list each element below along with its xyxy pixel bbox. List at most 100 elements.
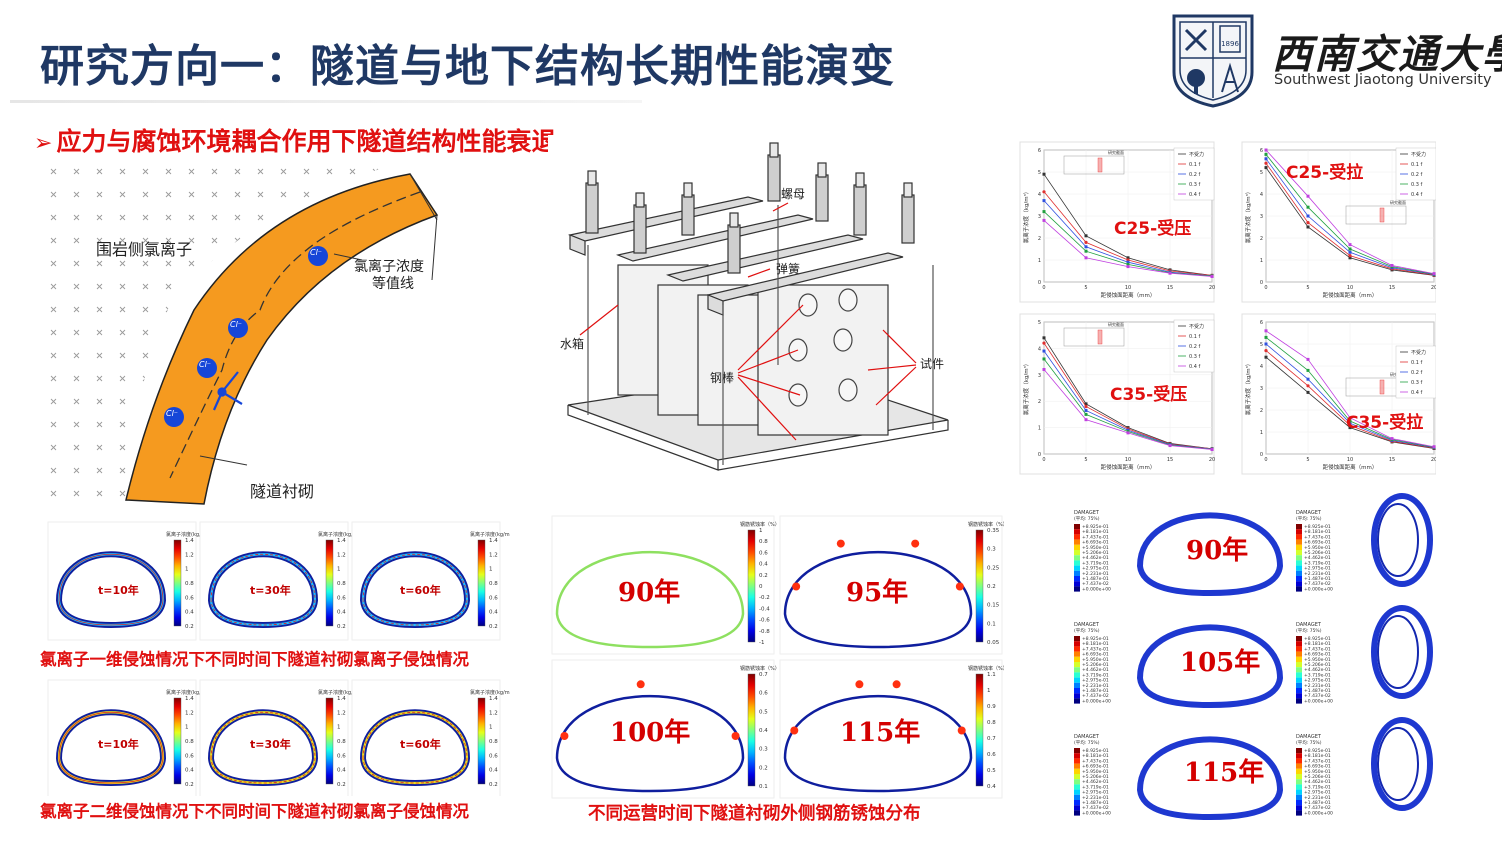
colorbar-tick: 0.4	[185, 768, 194, 774]
damage-legend-swatch	[1296, 768, 1302, 774]
corrosion-hotspot	[560, 732, 569, 740]
year-label: 95年	[846, 578, 909, 608]
damage-legend-value: +5.950e-01	[1082, 545, 1109, 551]
page-title: 研究方向一：隧道与地下结构长期性能演变	[40, 41, 895, 92]
colorbar-tick: 0.6	[185, 595, 194, 601]
damage-legend-value: +8.925e-01	[1304, 748, 1331, 754]
direction-arrows-icon	[212, 371, 243, 411]
damage-legend-swatch	[1074, 581, 1080, 587]
data-point	[1348, 421, 1352, 425]
damage-ring-3d-inner	[1377, 615, 1419, 689]
colorbar-tick: 0.6	[759, 550, 768, 556]
data-point	[1264, 355, 1268, 359]
damage-legend-value: +3.719e-01	[1082, 784, 1109, 790]
damage-legend-value: +5.206e-01	[1304, 662, 1331, 668]
data-point	[1306, 368, 1310, 372]
damage-ring	[1136, 624, 1284, 709]
damage-legend-sub: (平均: 75%)	[1296, 515, 1322, 522]
colorbar-title: 氯离子浓度(kg/m3)	[318, 689, 363, 696]
damage-legend-value: +3.719e-01	[1304, 784, 1331, 790]
legend-entry: 不受力	[1411, 151, 1426, 158]
y-tick-label: 0	[1038, 452, 1041, 458]
chloride-2d-caption: 氯离子二维侵蚀情况下不同时间下隧道衬砌氯离子侵蚀情况	[40, 802, 469, 821]
colorbar-tick: 0.6	[489, 595, 498, 601]
damage-legend-swatch	[1296, 758, 1302, 764]
corrosion-hotspot	[792, 582, 801, 591]
colorbar-tick: 0.4	[489, 610, 498, 616]
damage-legend-value: +4.462e-01	[1082, 555, 1109, 561]
chart-label-c35-compression: C35-受压	[1110, 385, 1188, 405]
damage-legend-value: +7.437e-02	[1304, 581, 1331, 587]
corrosion-frame	[551, 515, 775, 655]
data-point	[1042, 357, 1046, 361]
colorbar-tick: 0.25	[987, 565, 1000, 571]
colorbar-tick: 0.4	[987, 784, 996, 790]
y-tick-label: 1	[1260, 258, 1263, 264]
colorbar-tick: 0.4	[185, 610, 194, 616]
data-point	[1084, 412, 1088, 416]
y-tick-label: 0	[1260, 280, 1263, 286]
damage-legend-value: +2.231e-01	[1082, 683, 1109, 689]
year-label: 115年	[1184, 758, 1265, 788]
x-tick-label: 15	[1167, 457, 1173, 463]
y-tick-label: 5	[1038, 320, 1041, 326]
corrosion-hotspot	[731, 732, 740, 740]
data-point	[1126, 431, 1130, 435]
data-point	[1084, 408, 1088, 412]
damage-legend-value: +2.975e-01	[1082, 790, 1109, 796]
corrosion-contours: 钢筋锈蚀率（%）10.80.60.40.20-0.2-0.4-0.6-0.8-1…	[551, 515, 1004, 799]
y-tick-label: 3	[1260, 214, 1263, 220]
damage-legend-value: +6.693e-01	[1304, 652, 1331, 658]
colorbar-tick: 1.2	[489, 710, 498, 716]
y-tick-label: 5	[1260, 170, 1263, 176]
x-tick-label: 20	[1209, 457, 1215, 463]
colorbar	[325, 697, 334, 785]
damage-legend-value: +3.719e-01	[1082, 672, 1109, 678]
ion-label: Cl⁻	[166, 409, 179, 418]
title-divider	[10, 100, 642, 103]
damage-legend-swatch	[1074, 544, 1080, 550]
data-point	[1084, 240, 1088, 244]
colorbar-tick: 0.4	[759, 562, 768, 568]
time-label: t=60年	[400, 584, 441, 597]
x-tick-label: 5	[1306, 457, 1309, 463]
contour-label-1: 氯离子浓度	[354, 259, 424, 275]
damage-legend-title: DAMAGET	[1074, 622, 1100, 628]
damage-legend-swatch	[1074, 677, 1080, 683]
x-axis-label: 距侵蚀面距离（mm）	[1101, 291, 1156, 299]
colorbar-title: 钢筋锈蚀率（%）	[740, 521, 780, 528]
legend-entry: 0.1 f	[1189, 334, 1201, 340]
colorbar-tick: 0.7	[987, 736, 996, 742]
damage-legend-value: +5.950e-01	[1304, 657, 1331, 663]
damage-legend-value: +2.975e-01	[1082, 566, 1109, 572]
damage-legend-swatch	[1074, 662, 1080, 668]
damage-legend-value: +6.693e-01	[1082, 652, 1109, 658]
damage-ring-3d	[1371, 605, 1433, 699]
colorbar-tick: -1	[759, 640, 764, 646]
damage-legend-value: +5.206e-01	[1304, 774, 1331, 780]
legend-entry: 0.3 f	[1411, 380, 1423, 386]
damage-ring-3d	[1371, 493, 1433, 587]
damage-legend-value: +8.181e-01	[1304, 641, 1331, 647]
legend-entry: 0.2 f	[1411, 172, 1423, 178]
damage-legend-value: +0.000e+00	[1082, 698, 1111, 704]
colorbar-tick: 0.8	[337, 581, 346, 587]
damage-legend-swatch	[1074, 524, 1080, 530]
damage-legend-swatch	[1296, 651, 1302, 657]
damage-legend-swatch	[1296, 789, 1302, 795]
damage-legend-value: +5.206e-01	[1304, 550, 1331, 556]
colorbar-tick: 0.1	[987, 621, 996, 627]
inset-section	[1097, 157, 1103, 173]
data-point	[1306, 214, 1310, 218]
lining-ring	[555, 695, 745, 793]
damage-legend-swatch	[1296, 560, 1302, 566]
colorbar	[325, 539, 334, 627]
colorbar-tick: 0.4	[337, 610, 346, 616]
y-tick-label: 3	[1038, 214, 1041, 220]
lining-diagram-svg	[42, 160, 439, 505]
damage-legend-value: +7.437e-01	[1082, 534, 1109, 540]
lining-ring	[555, 551, 745, 649]
damage-legend-swatch	[1074, 656, 1080, 662]
